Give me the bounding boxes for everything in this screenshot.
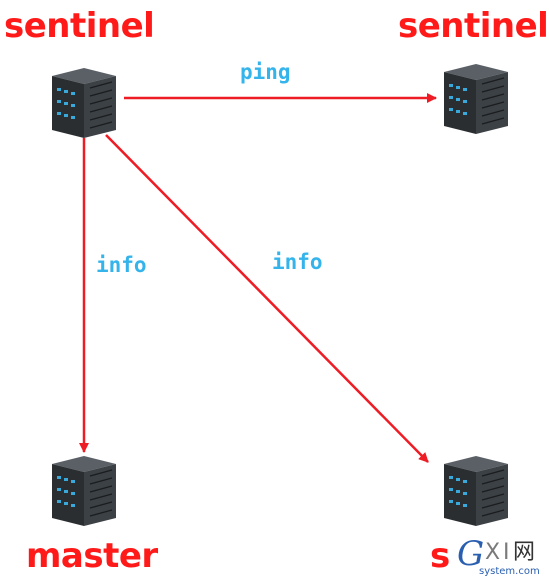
svg-text:I: I — [503, 540, 510, 565]
slave-server-icon — [444, 456, 508, 526]
master-label: master — [26, 536, 158, 576]
edge-ping-label: ping — [240, 60, 291, 84]
edge-info-slave-arrow — [105, 134, 429, 463]
svg-text:system.com: system.com — [479, 566, 540, 577]
watermark-logo: G X I 网 system.com — [455, 532, 549, 578]
svg-text:网: 网 — [513, 540, 535, 565]
svg-text:G: G — [457, 534, 484, 574]
master-server-icon — [52, 456, 116, 526]
slave-label: s — [430, 536, 450, 576]
sentinel-right-server-icon — [444, 64, 508, 134]
sentinel-right-label: sentinel — [398, 6, 549, 46]
sentinel-left-label: sentinel — [4, 6, 155, 46]
edge-info-master-label: info — [96, 253, 147, 277]
svg-text:X: X — [485, 540, 500, 565]
edge-info-slave-label: info — [272, 250, 323, 274]
sentinel-left-server-icon — [52, 68, 116, 138]
